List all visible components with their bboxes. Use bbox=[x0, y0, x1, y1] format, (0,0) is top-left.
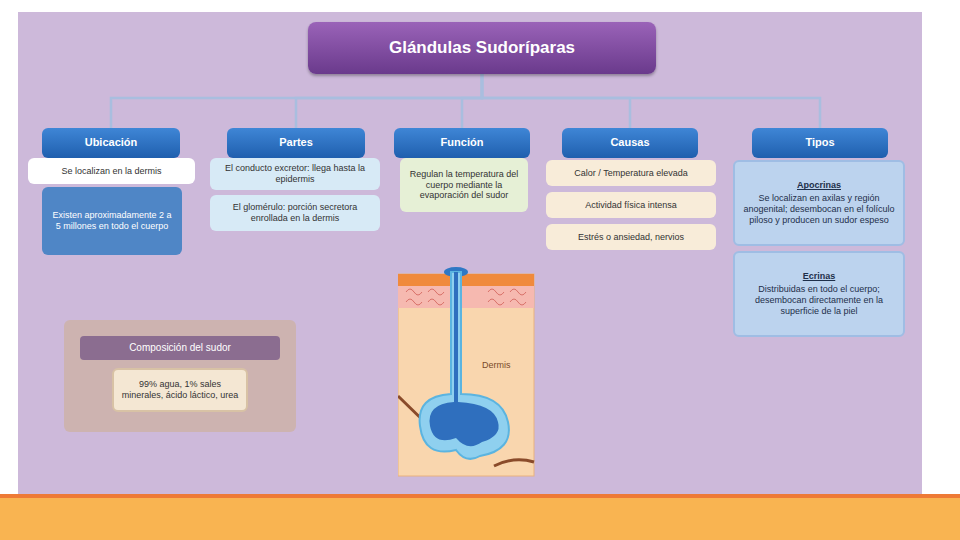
composition-body: 99% agua, 1% sales minerales, ácido láct… bbox=[112, 368, 248, 412]
content-box: El conducto excretor: llega hasta la epi… bbox=[210, 158, 380, 190]
box-text: Glándulas Sudoríparas bbox=[315, 38, 649, 58]
box-text: Actividad física intensa bbox=[553, 200, 709, 211]
capillary-loops bbox=[406, 299, 526, 305]
content-box: El glomérulo: porción secretora enrollad… bbox=[210, 195, 380, 231]
content-box: Existen aproximadamente 2 a 5 millones e… bbox=[42, 187, 182, 255]
box-text: Estrés o ansiedad, nervios bbox=[553, 232, 709, 243]
category-header: Función bbox=[394, 128, 530, 158]
connector bbox=[296, 74, 482, 128]
capillary-loops bbox=[406, 289, 526, 295]
box-text: El conducto excretor: llega hasta la epi… bbox=[217, 163, 373, 185]
sweat-gland-illustration bbox=[398, 266, 536, 478]
type-box: EcrinasDistribuidas en todo el cuerpo; d… bbox=[733, 251, 905, 337]
box-text: Existen aproximadamente 2 a 5 millones e… bbox=[49, 210, 175, 232]
connector bbox=[482, 74, 630, 128]
purple-panel bbox=[18, 12, 922, 496]
content-box: Calor / Temperatura elevada bbox=[546, 160, 716, 186]
connector bbox=[462, 74, 482, 128]
content-box: Estrés o ansiedad, nervios bbox=[546, 224, 716, 250]
box-text: Tipos bbox=[759, 136, 881, 149]
category-header: Partes bbox=[227, 128, 365, 158]
box-text: Composición del sudor bbox=[80, 336, 280, 360]
papillary-layer bbox=[398, 286, 534, 308]
box-heading: Ecrinas bbox=[742, 271, 896, 282]
category-header: Causas bbox=[562, 128, 698, 158]
content-box: Regulan la temperatura del cuerpo median… bbox=[400, 158, 528, 212]
box-text: Regulan la temperatura del cuerpo median… bbox=[407, 169, 521, 201]
box-text: Se localizan en axilas y región anogenit… bbox=[742, 193, 896, 225]
box-text: Distribuidas en todo el cuerpo; desemboc… bbox=[742, 284, 896, 316]
box-text: Partes bbox=[234, 136, 358, 149]
category-header: Ubicación bbox=[42, 128, 180, 158]
category-header: Tipos bbox=[752, 128, 888, 158]
connector bbox=[482, 74, 820, 128]
box-text: 99% agua, 1% sales minerales, ácido láct… bbox=[121, 379, 239, 401]
orange-line bbox=[0, 494, 960, 498]
box-heading: Apocrinas bbox=[742, 180, 896, 191]
type-box: Apocrinas Se localizan en axilas y región… bbox=[733, 160, 905, 246]
part-label: Dermis bbox=[480, 360, 513, 370]
content-box: Actividad física intensa bbox=[546, 192, 716, 218]
composition-panel: Composición del sudor 99% agua, 1% sales … bbox=[64, 320, 296, 432]
box-text: Calor / Temperatura elevada bbox=[553, 168, 709, 179]
box-text: Se localizan en la dermis bbox=[35, 166, 188, 177]
connector bbox=[111, 74, 482, 128]
box-text: El glomérulo: porción secretora enrollad… bbox=[217, 202, 373, 224]
content-box: Se localizan en la dermis bbox=[28, 158, 195, 184]
title-box: Glándulas Sudoríparas bbox=[308, 22, 656, 74]
box-text: Ubicación bbox=[49, 136, 173, 149]
box-text: Función bbox=[401, 136, 523, 149]
orange-band bbox=[0, 496, 960, 540]
epidermis bbox=[398, 274, 534, 286]
box-text: Causas bbox=[569, 136, 691, 149]
